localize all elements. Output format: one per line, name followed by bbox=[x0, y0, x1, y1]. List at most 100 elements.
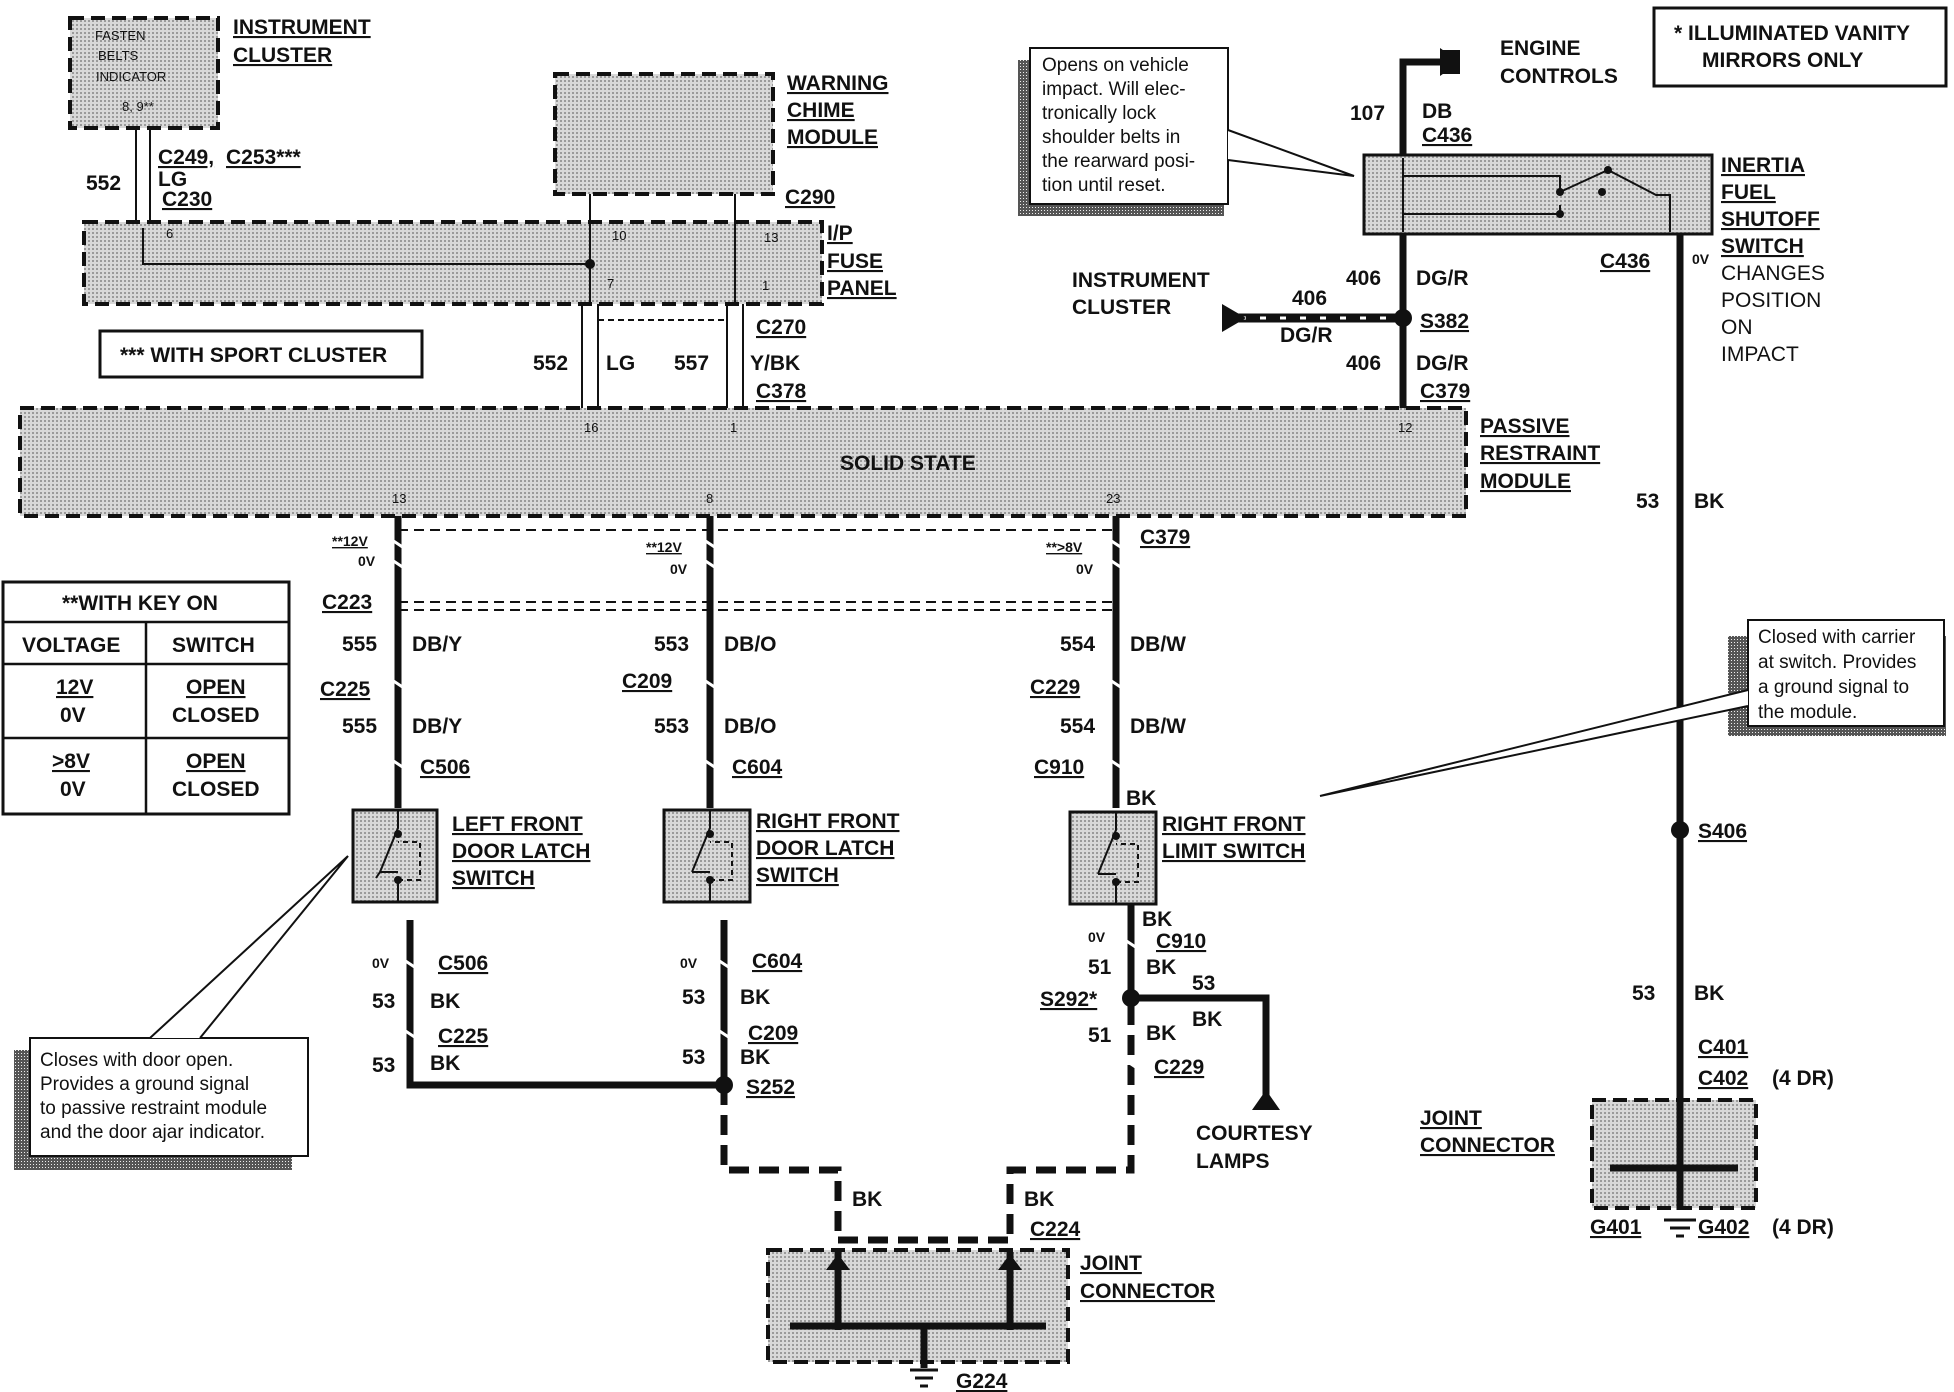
svg-text:Provides a ground signal: Provides a ground signal bbox=[40, 1074, 249, 1095]
wire-bk-joint-right: BK bbox=[1024, 1188, 1054, 1211]
svg-text:* ILLUMINATED VANITY: * ILLUMINATED VANITY bbox=[1674, 22, 1910, 45]
warning-chime-module-box bbox=[553, 72, 775, 196]
svg-text:PASSIVE: PASSIVE bbox=[1480, 415, 1569, 438]
pin-12: 12 bbox=[1398, 420, 1412, 435]
svg-text:ENGINE: ENGINE bbox=[1500, 37, 1581, 60]
passive-restraint-module-box bbox=[18, 406, 1468, 518]
solid-state-label: SOLID STATE bbox=[840, 452, 976, 475]
pin-1: 1 bbox=[762, 278, 769, 293]
wire-53b-label: 53 bbox=[1192, 972, 1215, 995]
svg-text:SWITCH: SWITCH bbox=[452, 867, 535, 890]
connector-c209-bottom: C209 bbox=[748, 1022, 798, 1045]
wire-555a-label: 555 bbox=[342, 633, 377, 656]
pin-7: 7 bbox=[607, 276, 614, 291]
key-table-r2-v2: 0V bbox=[60, 778, 86, 801]
wire-51a-label: 51 bbox=[1088, 956, 1112, 979]
key-table-r2-s1: OPEN bbox=[186, 750, 246, 773]
connector-c379-top: C379 bbox=[1420, 380, 1470, 403]
svg-text:CHIME: CHIME bbox=[787, 99, 855, 122]
connector-c378: C378 bbox=[756, 380, 807, 403]
wire-51b-label: 51 bbox=[1088, 1024, 1112, 1047]
connector-c229-top: C229 bbox=[1030, 676, 1080, 699]
warning-chime-label: WARNING CHIME MODULE bbox=[787, 72, 889, 149]
key-table-r1-v2: 0V bbox=[60, 704, 86, 727]
joint-connector-bottom-box bbox=[766, 1248, 1070, 1364]
limit-switch-label: RIGHT FRONT LIMIT SWITCH bbox=[1162, 813, 1306, 863]
pin-1b: 1 bbox=[730, 420, 737, 435]
voltage-0v-right: 0V bbox=[670, 561, 688, 577]
svg-text:SWITCH: SWITCH bbox=[756, 864, 839, 887]
key-table-header-voltage: VOLTAGE bbox=[22, 634, 120, 657]
svg-text:at switch. Provides: at switch. Provides bbox=[1758, 652, 1916, 673]
svg-text:INDICATOR: INDICATOR bbox=[96, 69, 166, 84]
svg-text:FUEL: FUEL bbox=[1721, 181, 1776, 204]
svg-text:Opens on vehicle: Opens on vehicle bbox=[1042, 55, 1189, 76]
connector-c436-bottom: C436 bbox=[1600, 250, 1650, 273]
svg-text:shoulder belts in: shoulder belts in bbox=[1042, 127, 1180, 148]
instrument-cluster-mid-label: INSTRUMENT CLUSTER bbox=[1072, 269, 1210, 319]
svg-text:BELTS: BELTS bbox=[98, 48, 139, 63]
key-table-r2-v1: >8V bbox=[52, 750, 90, 773]
key-table-r1-v1: 12V bbox=[56, 676, 93, 699]
connector-c224: C224 bbox=[1030, 1218, 1081, 1241]
wire-dgr-c-label: DG/R bbox=[1416, 352, 1469, 375]
connector-c209-top: C209 bbox=[622, 670, 672, 693]
svg-text:tronically lock: tronically lock bbox=[1042, 103, 1157, 124]
wire-db-label: DB bbox=[1422, 100, 1452, 123]
splice-s382: S382 bbox=[1420, 310, 1469, 333]
right-front-door-latch-switch bbox=[662, 808, 752, 904]
svg-text:FUSE: FUSE bbox=[827, 250, 883, 273]
connector-c401: C401 bbox=[1698, 1036, 1749, 1059]
svg-text:LIMIT SWITCH: LIMIT SWITCH bbox=[1162, 840, 1305, 863]
pin-10: 10 bbox=[612, 228, 626, 243]
instrument-cluster-label: INSTRUMENT CLUSTER bbox=[233, 16, 371, 67]
svg-text:ON: ON bbox=[1721, 316, 1753, 339]
wire-53-l1: 53 bbox=[372, 990, 395, 1013]
wire-53-r2: 53 bbox=[682, 1046, 705, 1069]
splice-s292: S292* bbox=[1040, 988, 1098, 1011]
door-note: Closes with door open. Provides a ground… bbox=[14, 855, 349, 1170]
connector-c910-top: C910 bbox=[1034, 756, 1084, 779]
svg-text:tion until reset.: tion until reset. bbox=[1042, 175, 1166, 196]
wire-554b-label: 554 bbox=[1060, 715, 1095, 738]
pin-16: 16 bbox=[584, 420, 598, 435]
svg-text:*** WITH SPORT CLUSTER: *** WITH SPORT CLUSTER bbox=[120, 344, 387, 367]
wire-dbw-a-label: DB/W bbox=[1130, 633, 1186, 656]
svg-text:CHANGES: CHANGES bbox=[1721, 262, 1825, 285]
wire-bk-51b: BK bbox=[1146, 1022, 1176, 1045]
voltage-0v-limit-lower: 0V bbox=[1088, 929, 1106, 945]
svg-text:RIGHT FRONT: RIGHT FRONT bbox=[1162, 813, 1306, 836]
connector-c223: C223 bbox=[322, 591, 372, 614]
wire-553a-label: 553 bbox=[654, 633, 689, 656]
svg-text:FASTEN: FASTEN bbox=[95, 28, 146, 43]
wire-406b-label: 406 bbox=[1292, 287, 1327, 310]
svg-text:IMPACT: IMPACT bbox=[1721, 343, 1799, 366]
pin-13: 13 bbox=[764, 230, 778, 245]
inertia-switch-label: INERTIA FUEL SHUTOFF SWITCH bbox=[1721, 154, 1820, 258]
carrier-note: Closed with carrier at switch. Provides … bbox=[1319, 619, 1946, 797]
connector-c402: C402 bbox=[1698, 1067, 1748, 1090]
svg-text:PANEL: PANEL bbox=[827, 277, 897, 300]
ground-g401: G401 bbox=[1590, 1216, 1642, 1239]
right-front-switch-label: RIGHT FRONT DOOR LATCH SWITCH bbox=[756, 810, 900, 887]
wire-dgr-a-label: DG/R bbox=[1416, 267, 1469, 290]
wire-bk-limit-lower: BK bbox=[1142, 908, 1172, 931]
svg-text:INSTRUMENT: INSTRUMENT bbox=[1072, 269, 1210, 292]
svg-text:CONNECTOR: CONNECTOR bbox=[1420, 1134, 1555, 1157]
svg-text:to passive restraint module: to passive restraint module bbox=[40, 1098, 267, 1119]
wire-lg-b-label: LG bbox=[606, 352, 635, 375]
key-table-r2-s2: CLOSED bbox=[172, 778, 260, 801]
ground-g402: G402 bbox=[1698, 1216, 1749, 1239]
voltage-12v-right: **12V bbox=[646, 539, 682, 555]
wire-53-l2: 53 bbox=[372, 1054, 395, 1077]
courtesy-lamps-label: COURTESY LAMPS bbox=[1196, 1122, 1313, 1173]
wire-dbw-b-label: DB/W bbox=[1130, 715, 1186, 738]
svg-text:INERTIA: INERTIA bbox=[1721, 154, 1805, 177]
wire-dby-b-label: DB/Y bbox=[412, 715, 462, 738]
c402-4dr-label: (4 DR) bbox=[1772, 1067, 1834, 1090]
wire-dby-a-label: DB/Y bbox=[412, 633, 462, 656]
connector-c604-bottom: C604 bbox=[752, 950, 803, 973]
svg-text:MIRRORS ONLY: MIRRORS ONLY bbox=[1702, 49, 1863, 72]
vanity-mirror-note: * ILLUMINATED VANITY MIRRORS ONLY bbox=[1652, 6, 1948, 88]
svg-text:the module.: the module. bbox=[1758, 702, 1857, 723]
